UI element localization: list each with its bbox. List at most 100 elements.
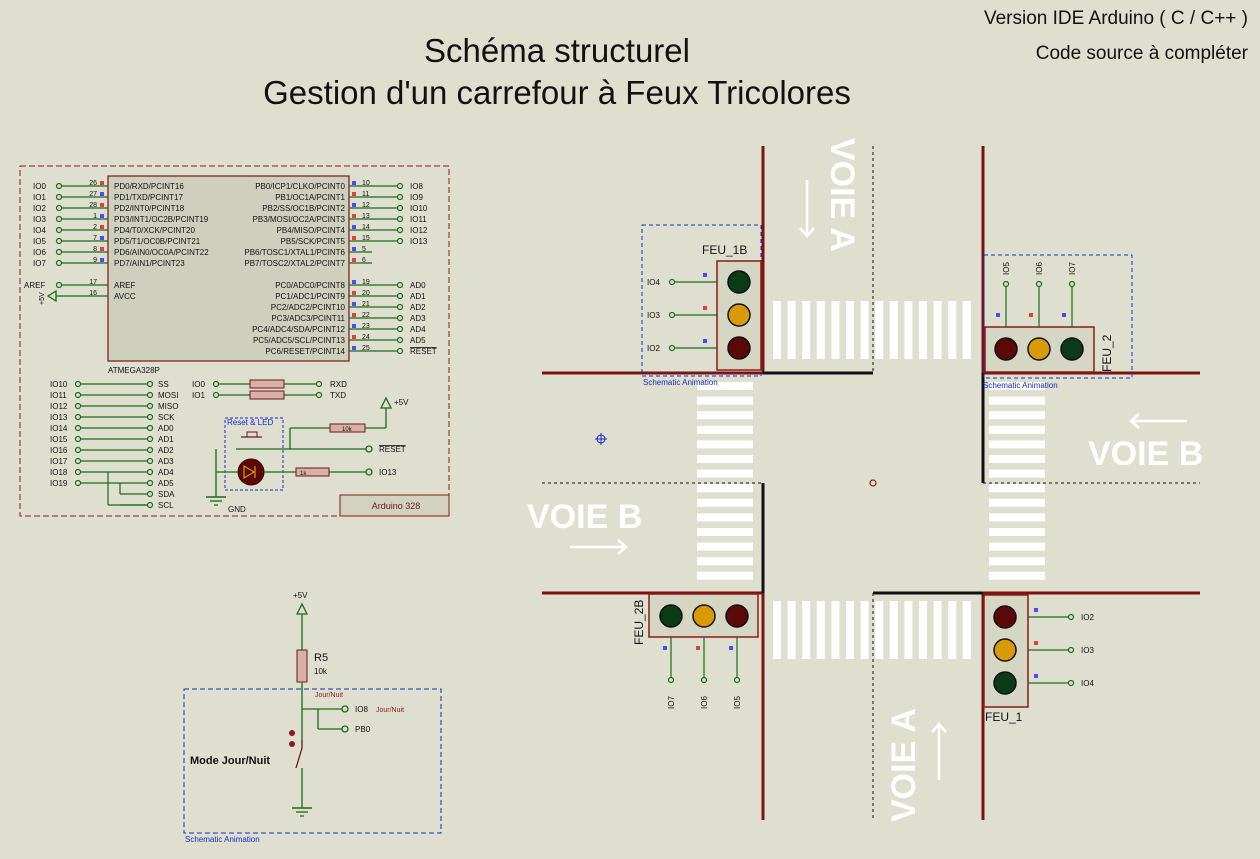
arduino-frame	[19, 165, 450, 517]
crosswalk-stripe	[697, 396, 753, 405]
mcu-part-label: ATMEGA328P	[108, 366, 160, 375]
mcu-pin-number: 14	[362, 224, 370, 231]
dn-net-label: Jour/Nuit	[315, 692, 343, 699]
mcu-pin-name: PC2/ADC2/PCINT10	[271, 303, 346, 312]
crosswalk-stripe	[697, 528, 753, 536]
mcu-right-net: IO8	[410, 182, 423, 191]
mcu-left-net: IO4	[33, 226, 46, 235]
crosswalk-stripe	[989, 411, 1045, 420]
reset-net-label: RESET	[379, 445, 406, 454]
alias-to: AD1	[158, 435, 174, 444]
dn-out2: PB0	[355, 725, 371, 734]
light-pin-label: IO6	[700, 696, 709, 709]
mcu-pin-name: AREF	[114, 281, 135, 290]
crosswalk-stripe	[989, 557, 1045, 566]
crosswalk-stripe	[773, 301, 781, 359]
alias-from: IO12	[50, 402, 68, 411]
crosswalk-stripe	[989, 484, 1045, 493]
mcu-pin-number: 12	[362, 202, 370, 209]
mcu-pin-number: 24	[362, 334, 370, 341]
alias-to: SS	[158, 380, 169, 389]
crosswalk-stripe	[846, 301, 854, 359]
serial-from: IO1	[192, 391, 205, 400]
crosswalk-stripe	[846, 601, 854, 659]
crosswalk-stripe	[948, 601, 957, 659]
light-pin-label: IO2	[647, 344, 660, 353]
mcu-pin-number: 21	[362, 301, 370, 308]
led-d13	[237, 458, 265, 486]
crosswalk-stripe	[802, 301, 811, 359]
mcu-pin-number: 2	[93, 224, 97, 231]
alias-to: SCK	[158, 413, 175, 422]
light-pin-label: IO7	[667, 696, 676, 709]
alias-to: AD0	[158, 424, 174, 433]
mcu-pin-name: PC6/RESET/PCINT14	[265, 347, 345, 356]
crosswalk-stripe	[787, 301, 796, 359]
mcu-pin-number: 10	[362, 180, 370, 187]
alias-to: SCL	[158, 501, 174, 510]
mcu-pin-name: PB4/MISO/PCINT4	[277, 226, 346, 235]
day-night-switch	[295, 747, 303, 769]
gnd-label: GND	[228, 505, 246, 514]
mcu-left-net: IO2	[33, 204, 46, 213]
mcu-right-net: IO12	[410, 226, 428, 235]
mcu-pin-name: PC0/ADC0/PCINT8	[275, 281, 345, 290]
alias-from: IO11	[50, 391, 67, 400]
crosswalk-stripe	[989, 425, 1045, 434]
crosswalk-stripe	[787, 601, 796, 659]
alias-from: IO14	[50, 424, 68, 433]
crosswalk-stripe	[816, 301, 825, 359]
signal-lamp	[659, 604, 683, 628]
mcu-left-net: AREF	[24, 281, 45, 290]
signal-lamp	[1027, 337, 1051, 361]
signal-lamp	[993, 605, 1017, 629]
light-pin-label: IO4	[1081, 679, 1094, 688]
crosswalk-stripe	[933, 601, 942, 659]
mcu-pin-number: 17	[89, 279, 97, 286]
crosswalk-stripe	[697, 557, 753, 566]
crosswalk-stripe	[989, 382, 1045, 390]
mcu-right-net: AD0	[410, 281, 426, 290]
alias-from: IO10	[50, 380, 68, 389]
crosswalk-stripe	[816, 601, 825, 659]
crosswalk-stripe	[889, 601, 898, 659]
mcu-pin-number: 11	[362, 191, 369, 198]
voie-b-right: VOIE B	[1088, 435, 1203, 473]
mcu-pin-number: 5	[362, 246, 366, 253]
light-pin-label: IO2	[1081, 613, 1094, 622]
crosswalk-stripe	[989, 469, 1045, 478]
mcu-pin-number: 9	[93, 257, 97, 264]
reset-led-label: Reset & LED	[227, 418, 273, 427]
mcu-right-net: AD5	[410, 336, 426, 345]
alias-to: AD4	[158, 468, 174, 477]
crosswalk-stripe	[919, 301, 927, 359]
crosswalk-stripe	[948, 301, 957, 359]
voie-a-top: VOIE A	[823, 138, 861, 252]
alias-to: AD3	[158, 457, 174, 466]
mcu-pin-number: 8	[93, 246, 97, 253]
light-pin-label: IO7	[1068, 262, 1077, 275]
light-pin-label: IO5	[733, 696, 742, 709]
crosswalk-stripe	[989, 528, 1045, 536]
crosswalk-stripe	[989, 440, 1045, 449]
mcu-pin-name: PB1/OC1A/PCINT1	[275, 193, 345, 202]
mcu-pin-name: PD6/AIN0/OC0A/PCINT22	[114, 248, 209, 257]
mcu-left-net: IO1	[33, 193, 46, 202]
mcu-pin-name: PD7/AIN1/PCINT23	[114, 259, 185, 268]
crosswalk-stripe	[989, 542, 1045, 551]
supply-arrow	[379, 396, 393, 409]
mcu-pin-name: PB0/ICP1/CLKO/PCINT0	[255, 182, 345, 191]
light-pin-label: IO6	[1035, 262, 1044, 275]
crosswalk-stripe	[875, 601, 884, 659]
crosswalk-stripe	[697, 484, 753, 493]
mcu-pin-name: PB3/MOSI/OC2A/PCINT3	[253, 215, 346, 224]
alias-to: SDA	[158, 490, 175, 499]
signal-lamp	[727, 336, 751, 360]
board-label-box	[339, 494, 450, 517]
light-pin-label: IO4	[647, 278, 660, 287]
svg-text:Schematic Animation: Schematic Animation	[643, 378, 718, 387]
mcu-pin-number: 6	[362, 257, 366, 264]
mcu-pin-name: PD3/INT1/OC2B/PCINT19	[114, 215, 209, 224]
feu-2-label: FEU_2	[1100, 334, 1114, 372]
mcu-pin-name: PD5/T1/OC0B/PCINT21	[114, 237, 201, 246]
